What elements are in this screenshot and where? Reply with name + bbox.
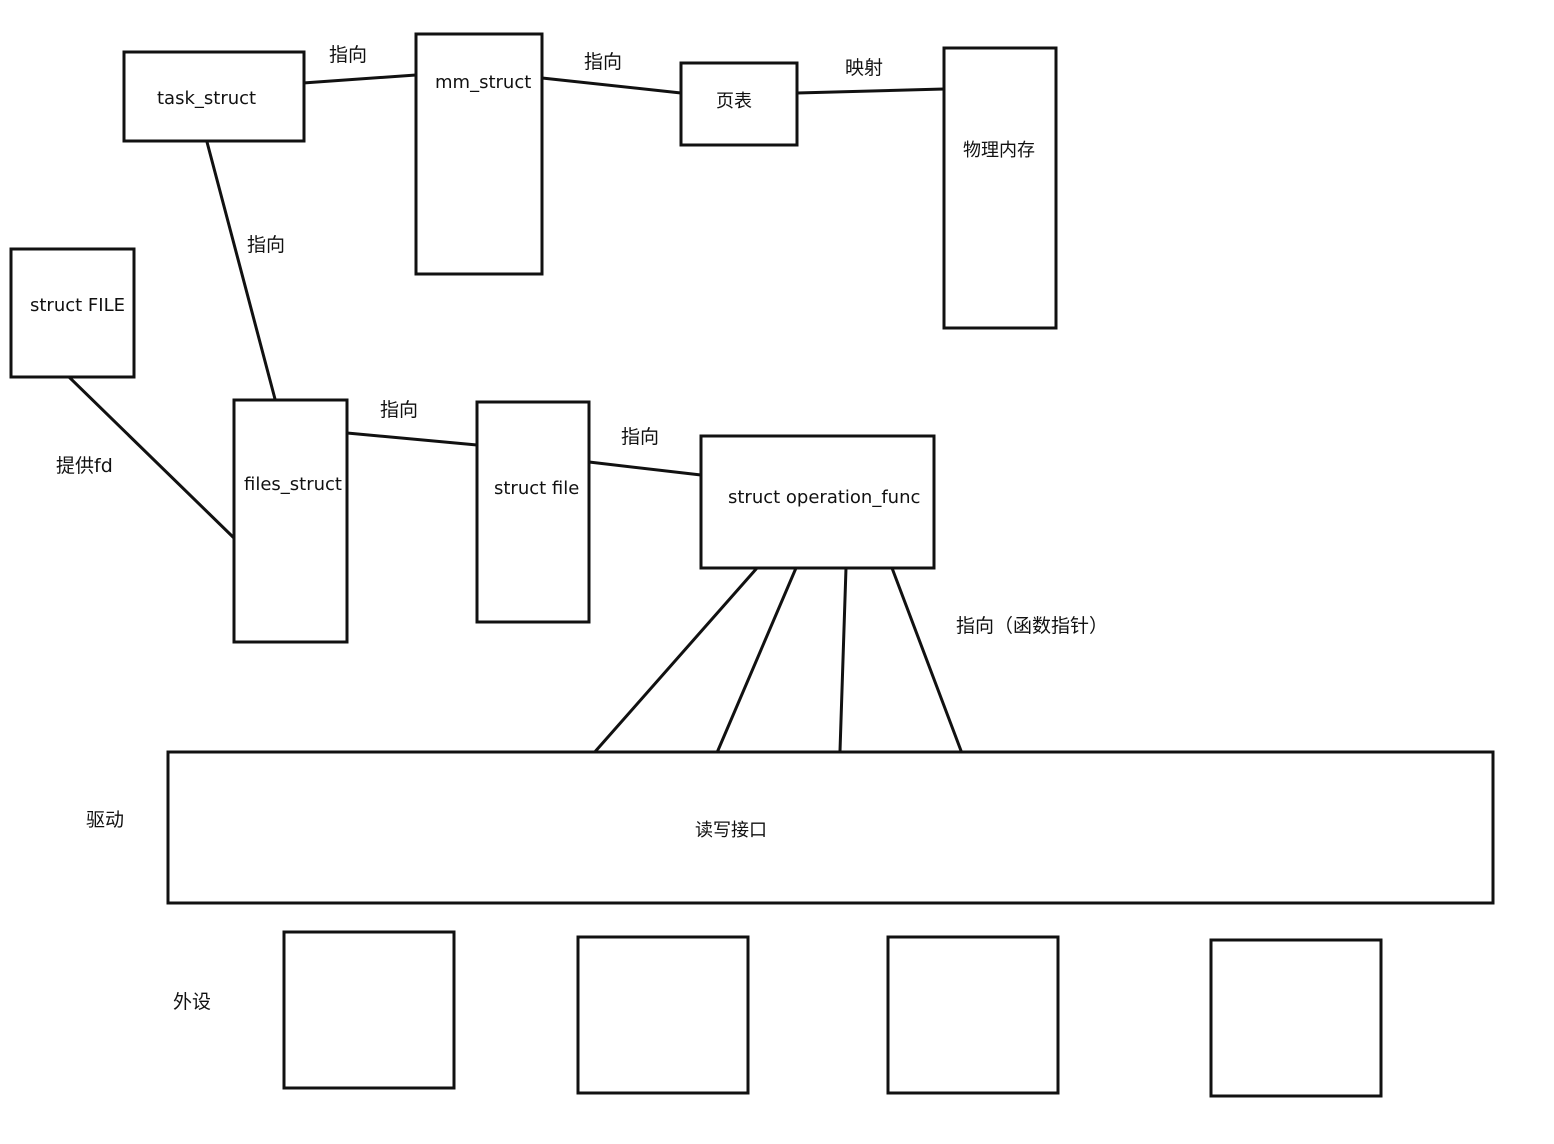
edge-opfunc-to-rw-1 bbox=[591, 566, 759, 756]
node-struct-file bbox=[475, 400, 591, 624]
label-files-struct: files_struct bbox=[244, 474, 342, 495]
node-peripheral-4 bbox=[1209, 938, 1383, 1098]
node-physical-memory bbox=[942, 46, 1058, 330]
node-peripheral-3 bbox=[886, 935, 1060, 1095]
node-struct-FILE bbox=[9, 247, 136, 379]
node-files-struct bbox=[232, 398, 349, 644]
label-struct-file: struct file bbox=[494, 478, 579, 499]
label-task-struct: task_struct bbox=[157, 88, 256, 109]
node-operation-func bbox=[699, 434, 936, 570]
edge-label-FILE-to-files: 提供fd bbox=[56, 455, 113, 477]
edge-label-file-to-opfunc: 指向 bbox=[621, 426, 659, 448]
edge-FILE-to-files bbox=[67, 375, 236, 540]
edge-label-mm-to-pagetable: 指向 bbox=[584, 51, 622, 73]
node-mm-struct bbox=[414, 32, 544, 276]
node-rw-interface bbox=[166, 750, 1495, 905]
edge-label-task-to-mm: 指向 bbox=[329, 44, 367, 66]
edge-label-files-to-file: 指向 bbox=[380, 399, 418, 421]
edge-pagetable-to-physmem bbox=[795, 87, 946, 95]
edge-opfunc-to-rw-3 bbox=[838, 566, 848, 753]
label-struct-FILE: struct FILE bbox=[30, 295, 125, 316]
node-peripheral-2 bbox=[576, 935, 750, 1095]
node-peripheral-1 bbox=[282, 930, 456, 1090]
edge-opfunc-to-rw-2 bbox=[714, 566, 798, 757]
layer-label-peripheral: 外设 bbox=[173, 991, 211, 1013]
label-mm-struct: mm_struct bbox=[435, 72, 531, 93]
layer-label-driver: 驱动 bbox=[86, 809, 124, 831]
edge-label-pagetable-to-physmem: 映射 bbox=[845, 57, 883, 79]
edge-files-to-file bbox=[345, 431, 479, 447]
node-page-table bbox=[679, 61, 799, 147]
label-page-table: 页表 bbox=[716, 91, 752, 112]
edge-file-to-opfunc bbox=[587, 460, 703, 477]
edge-mm-to-pagetable bbox=[540, 76, 683, 95]
edge-opfunc-to-rw-4 bbox=[890, 566, 965, 758]
label-operation-func: struct operation_func bbox=[728, 487, 920, 508]
edge-task-to-mm bbox=[301, 73, 418, 85]
edge-task-to-files bbox=[205, 140, 277, 401]
edge-label-opfunc-to-rw: 指向（函数指针） bbox=[956, 615, 1108, 637]
label-rw-interface: 读写接口 bbox=[695, 820, 767, 841]
edge-label-task-to-files: 指向 bbox=[247, 234, 285, 256]
node-task-struct bbox=[122, 50, 306, 143]
label-physical-memory: 物理内存 bbox=[963, 140, 1035, 161]
